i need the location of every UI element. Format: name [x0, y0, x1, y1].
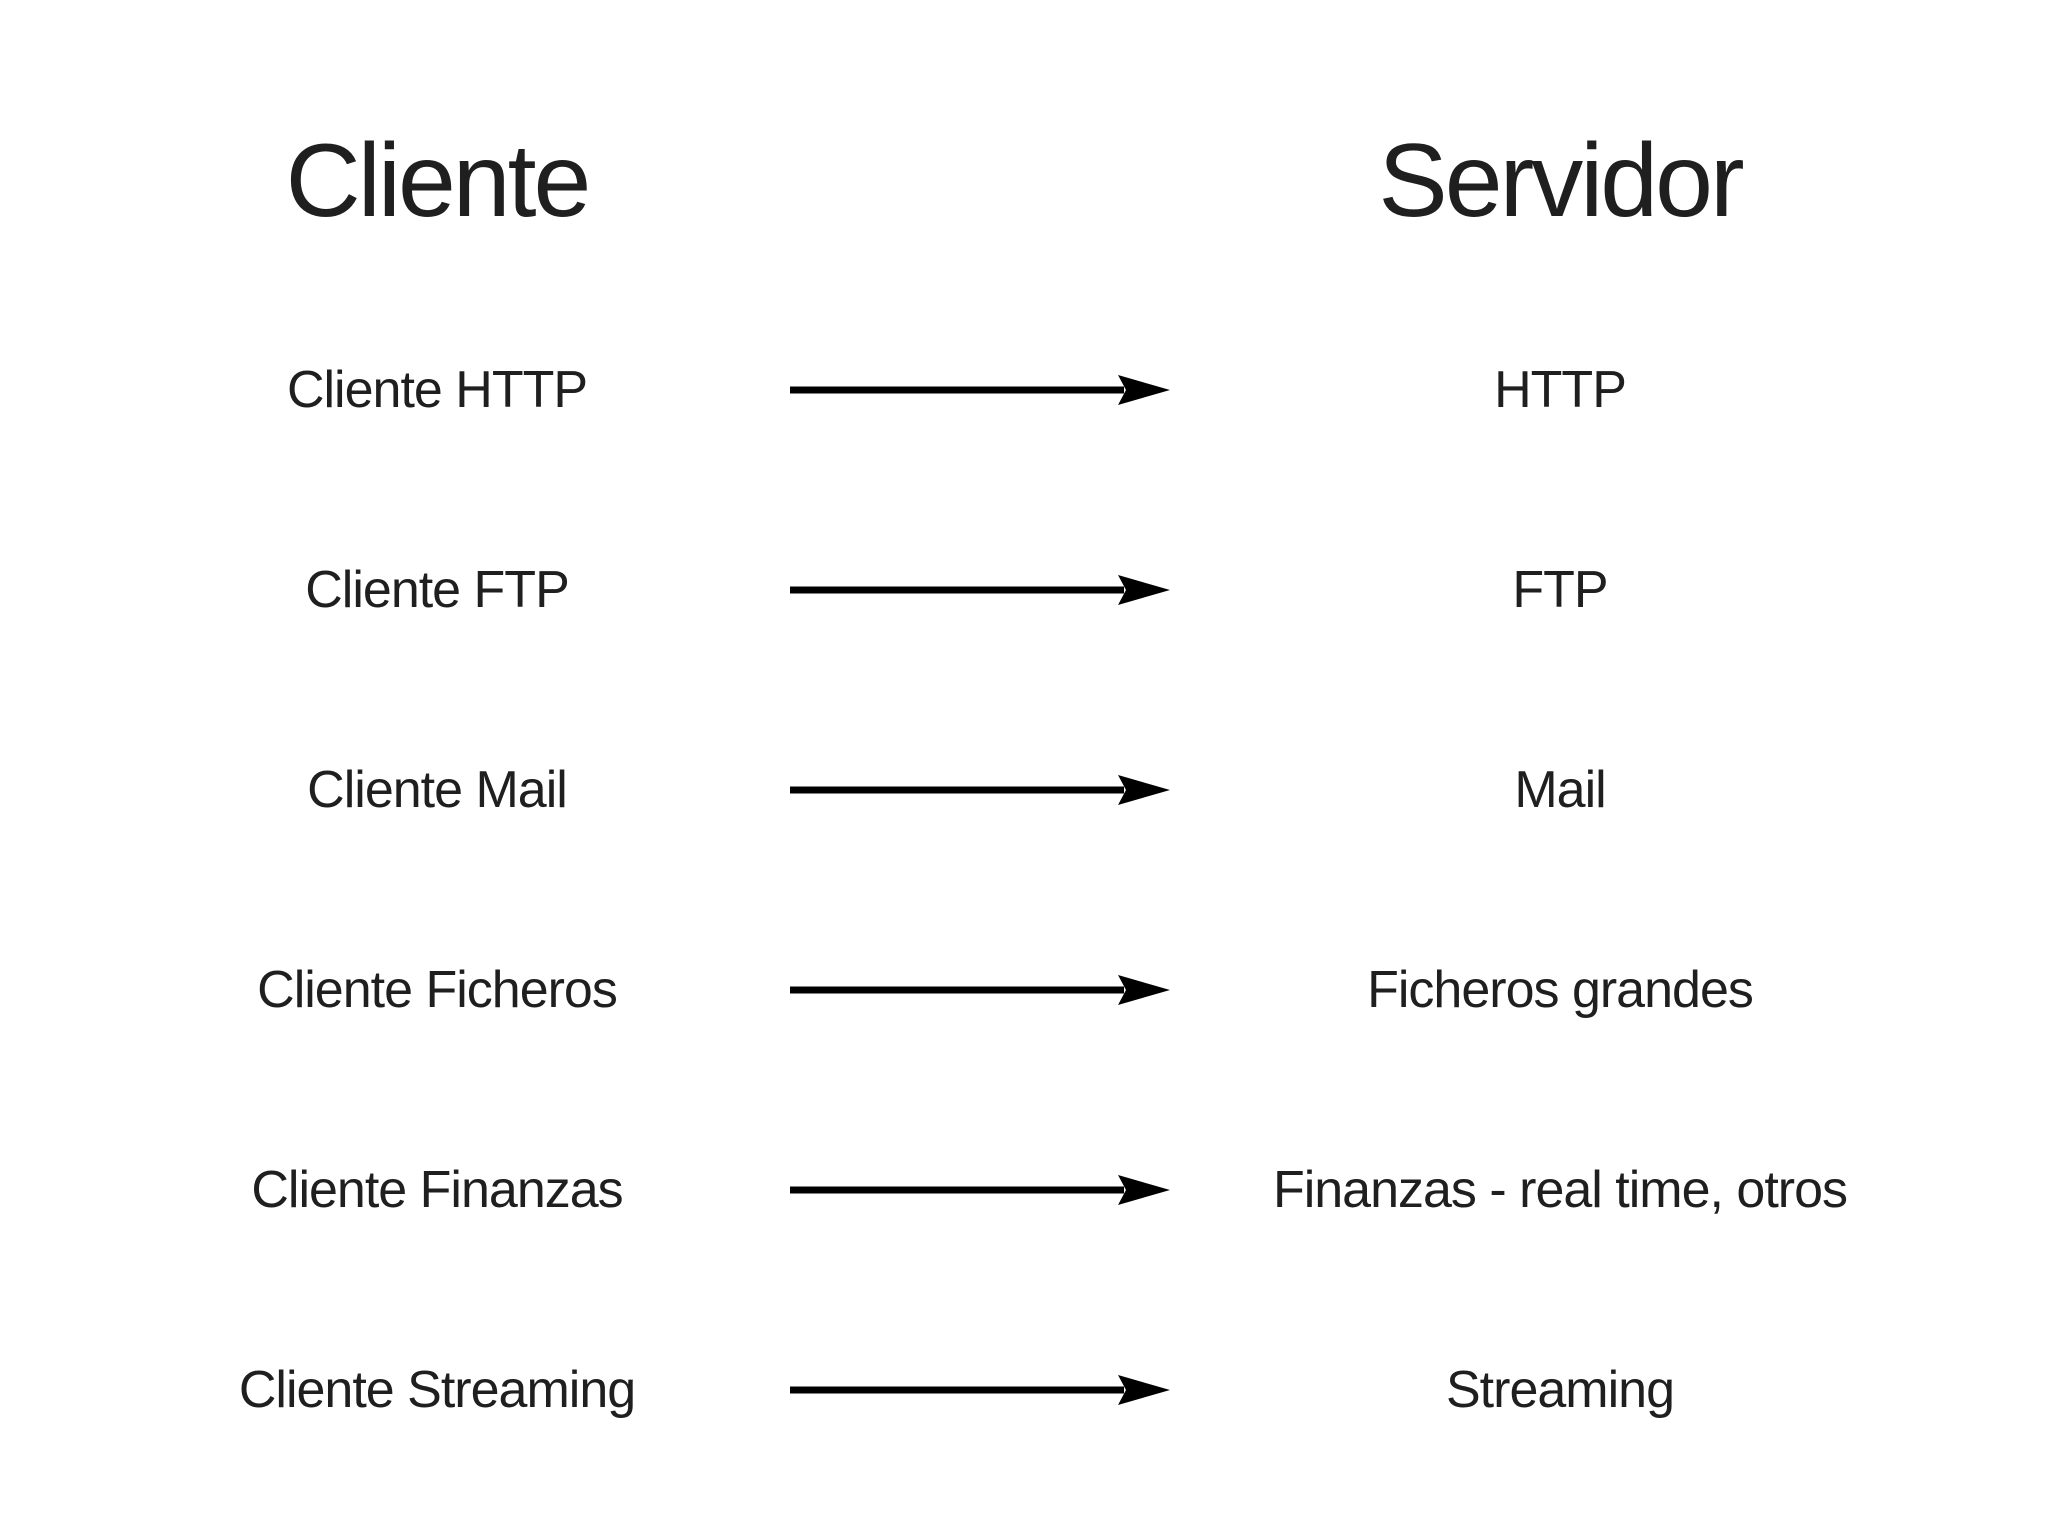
client-column-title: Cliente — [285, 123, 592, 239]
client-label: Cliente Streaming — [238, 1361, 636, 1419]
right-arrow-icon — [790, 372, 1170, 408]
right-arrow-icon — [790, 772, 1170, 808]
right-arrow-icon — [790, 572, 1170, 608]
server-label: Finanzas - real time, otros — [1272, 1161, 1848, 1219]
server-column-title: Servidor — [1378, 123, 1744, 239]
server-label: Mail — [1514, 761, 1606, 819]
client-label: Cliente HTTP — [286, 361, 588, 419]
server-label: Streaming — [1446, 1361, 1675, 1419]
client-label: Cliente FTP — [305, 561, 570, 619]
client-label: Cliente Ficheros — [257, 961, 618, 1019]
server-label: HTTP — [1494, 361, 1627, 419]
mapping-row: Cliente Ficheros Ficheros grandes — [0, 955, 2048, 1025]
mapping-row: Cliente Mail Mail — [0, 755, 2048, 825]
mapping-row: Cliente FTP FTP — [0, 555, 2048, 625]
mapping-row: Cliente Streaming Streaming — [0, 1355, 2048, 1425]
mapping-row: Cliente Finanzas Finanzas - real time, o… — [0, 1155, 2048, 1225]
right-arrow-icon — [790, 1372, 1170, 1408]
client-label: Cliente Finanzas — [251, 1161, 623, 1219]
right-arrow-icon — [790, 1172, 1170, 1208]
right-arrow-icon — [790, 972, 1170, 1008]
client-label: Cliente Mail — [307, 761, 568, 819]
server-label: FTP — [1512, 561, 1608, 619]
server-label: Ficheros grandes — [1367, 961, 1754, 1019]
mapping-row: Cliente HTTP HTTP — [0, 355, 2048, 425]
